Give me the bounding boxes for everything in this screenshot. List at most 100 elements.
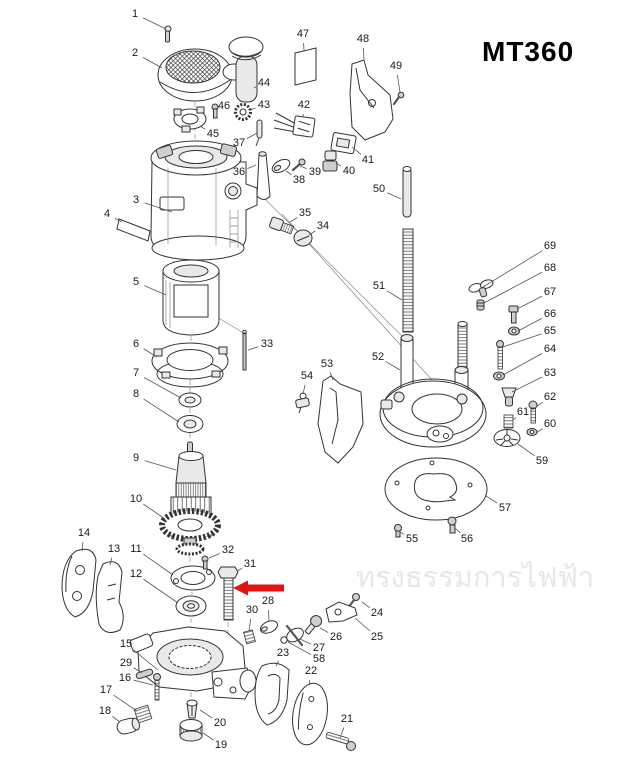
- part-label-67: 67: [544, 286, 556, 298]
- part-label-49: 49: [390, 60, 402, 72]
- part-7-bearing-art: [178, 392, 202, 408]
- part-40-terminal-block-art: [322, 150, 338, 172]
- part-49-screw-art: [392, 91, 405, 106]
- part-label-29: 29: [120, 657, 132, 669]
- part-17-spring-art: [133, 704, 153, 724]
- part-label-18: 18: [99, 705, 111, 717]
- part-label-53: 53: [321, 358, 333, 370]
- part-label-25: 25: [371, 631, 383, 643]
- leader-line-13: [109, 557, 113, 566]
- part-label-7: 7: [133, 367, 139, 379]
- leader-line-48: [363, 47, 365, 61]
- part-label-50: 50: [373, 183, 385, 195]
- leader-line-57: [485, 495, 498, 504]
- leader-line-16: [133, 679, 154, 686]
- part-label-5: 5: [133, 276, 139, 288]
- leader-line-56: [454, 527, 461, 534]
- part-label-12: 12: [130, 568, 142, 580]
- part-37-pin-art: [255, 119, 263, 147]
- part-label-6: 6: [133, 338, 139, 350]
- part-31-hex-bolt-art: [217, 566, 239, 621]
- part-label-15: 15: [120, 638, 132, 650]
- part-label-42: 42: [298, 99, 310, 111]
- part-27-ring-pin-art: [285, 624, 304, 647]
- leader-line-52: [385, 361, 401, 371]
- leader-line-65: [502, 333, 542, 348]
- part-39-screw-art: [291, 158, 306, 172]
- leader-line-43: [249, 107, 256, 111]
- leader-line-63: [511, 376, 543, 393]
- part-label-9: 9: [133, 452, 139, 464]
- part-label-13: 13: [108, 543, 120, 555]
- part-35-brush-cap-screw-art: [269, 216, 295, 235]
- part-11-bearing-retainer-art: [170, 565, 216, 591]
- part-label-45: 45: [207, 128, 219, 140]
- part-label-35: 35: [299, 207, 311, 219]
- part-label-36: 36: [233, 166, 245, 178]
- part-label-51: 51: [373, 280, 385, 292]
- leader-line-49: [396, 74, 401, 93]
- part-label-11: 11: [130, 543, 141, 555]
- part-label-19: 19: [215, 739, 227, 751]
- leader-line-44: [253, 86, 257, 89]
- part-20-collet-cone-art: [186, 699, 198, 719]
- part-63-shoulder-bolt-art: [501, 387, 517, 407]
- part-42-terminal-connector-art: [273, 112, 316, 138]
- part-58-washer-art: [280, 636, 288, 644]
- part-label-48: 48: [357, 33, 369, 45]
- part-8-bearing-art: [176, 415, 204, 433]
- leader-line-38: [285, 170, 292, 176]
- leader-line-30: [248, 618, 252, 632]
- part-label-8: 8: [133, 388, 139, 400]
- part-45-brush-holder-art: [173, 106, 207, 133]
- part-label-14: 14: [78, 527, 90, 539]
- part-16-screw-art: [153, 673, 161, 701]
- part-label-30: 30: [246, 604, 258, 616]
- part-43-toothed-nut-art: [234, 103, 252, 121]
- leader-line-40: [335, 162, 342, 167]
- part-4-name-plate-art: [116, 218, 151, 242]
- leader-line-11: [143, 553, 174, 576]
- highlight-arrow: [233, 580, 284, 596]
- leader-line-41: [351, 146, 362, 155]
- part-55-screw-art: [394, 524, 402, 538]
- leader-line-64: [502, 353, 543, 376]
- leader-line-2: [142, 57, 163, 69]
- part-label-28: 28: [262, 595, 274, 607]
- part-59-adjust-knob-art: [493, 429, 521, 447]
- part-label-10: 10: [130, 493, 142, 505]
- leader-line-54: [302, 384, 306, 395]
- part-label-23: 23: [277, 647, 289, 659]
- part-label-52: 52: [372, 351, 384, 363]
- leader-line-17: [113, 694, 138, 712]
- leader-line-18: [112, 715, 121, 723]
- leader-line-14: [81, 541, 84, 552]
- part-label-43: 43: [258, 99, 270, 111]
- part-62-bolt-art: [528, 400, 538, 424]
- part-38-cord-clip-art: [271, 158, 291, 174]
- depth-stop-rod-art: [457, 321, 468, 374]
- part-54-clamp-art: [295, 392, 310, 414]
- part-53-chip-deflector-art: [317, 375, 364, 464]
- router-base-art: [379, 366, 487, 448]
- part-32-screw-art: [201, 555, 209, 570]
- part-19-collet-nut-art: [179, 719, 203, 742]
- leader-line-35: [289, 217, 298, 223]
- leader-line-58: [287, 641, 312, 656]
- part-label-2: 2: [132, 47, 138, 59]
- part-41-switch-art: [330, 132, 357, 155]
- part-label-62: 62: [544, 391, 556, 403]
- leader-line-61: [512, 417, 517, 421]
- leader-line-25: [354, 617, 371, 632]
- part-66-nut-art: [508, 326, 520, 336]
- part-label-56: 56: [461, 533, 473, 545]
- part-label-41: 41: [362, 154, 374, 166]
- part-label-20: 20: [214, 717, 226, 729]
- part-5-stator-art: [162, 259, 220, 336]
- part-label-64: 64: [544, 343, 556, 355]
- leader-line-66: [517, 317, 543, 332]
- part-64-nut-art: [493, 371, 505, 381]
- part-34-cap-art: [293, 229, 313, 247]
- part-3-motor-housing-art: [150, 140, 258, 261]
